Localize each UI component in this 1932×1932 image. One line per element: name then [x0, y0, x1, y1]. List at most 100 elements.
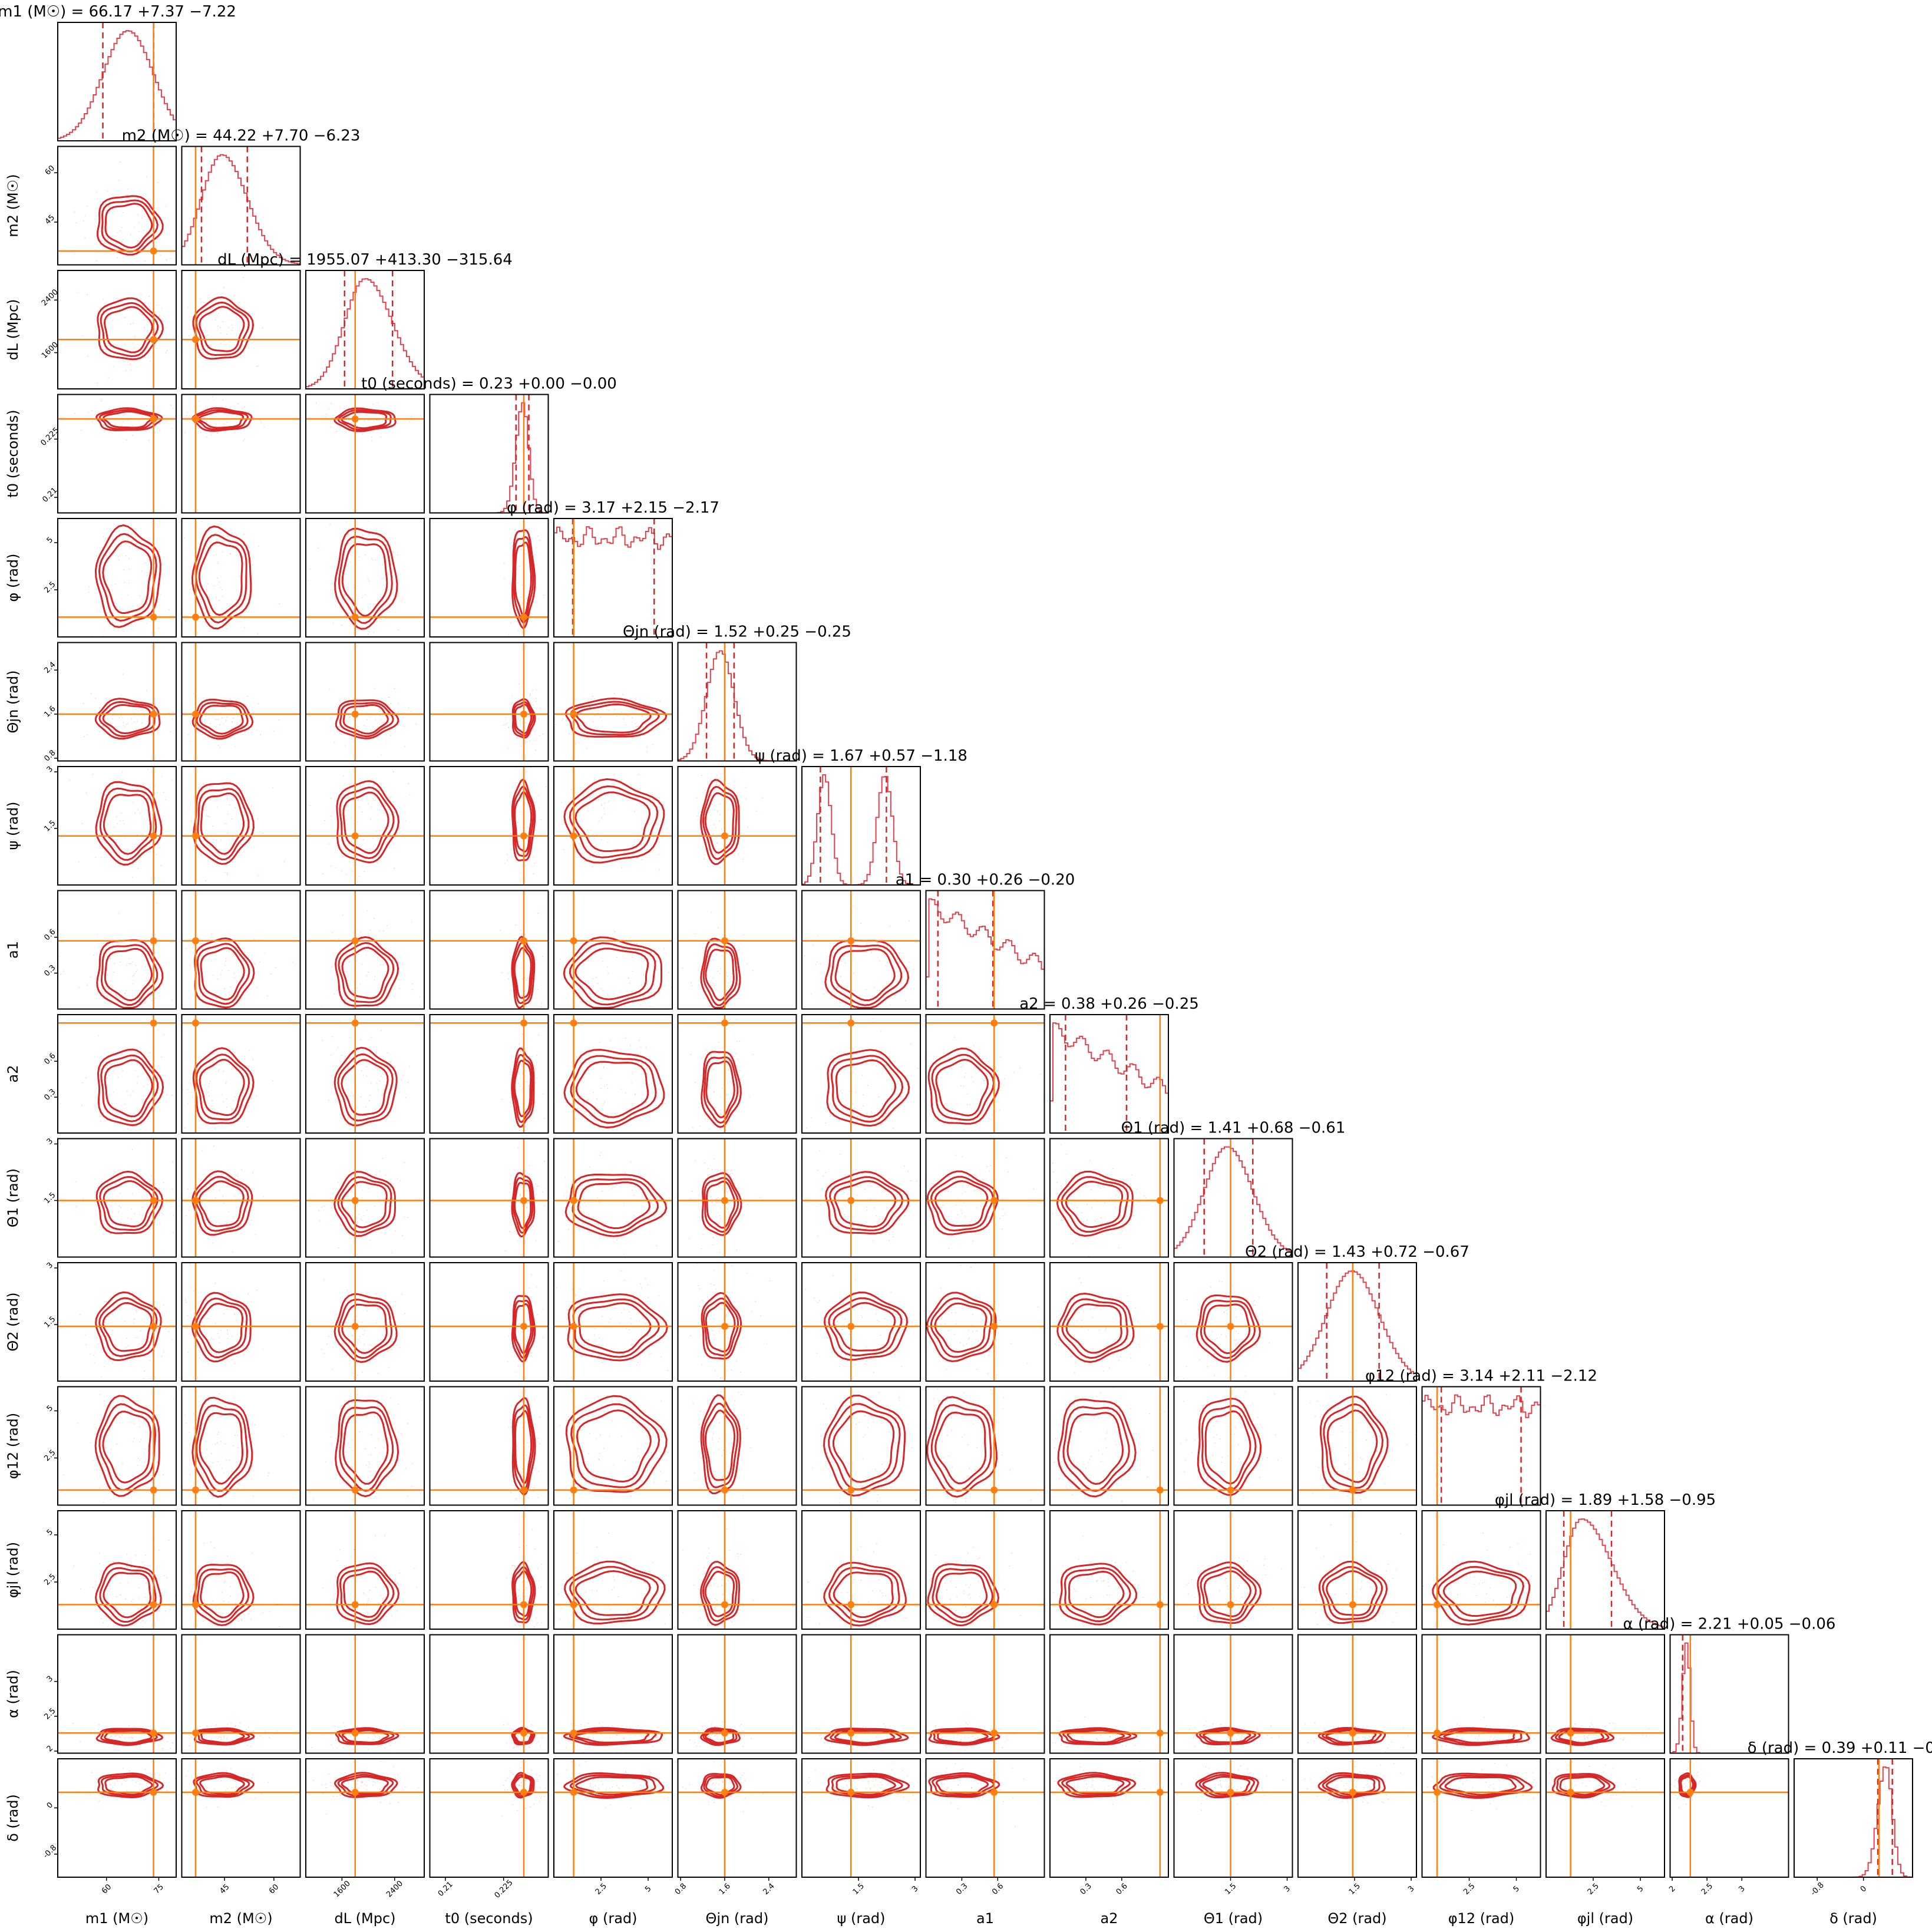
sample-point — [1088, 1255, 1089, 1257]
sample-point — [1099, 1187, 1101, 1189]
sample-point — [513, 1485, 514, 1487]
sample-point — [239, 341, 241, 342]
sample-point — [729, 1452, 731, 1454]
sample-point — [346, 874, 347, 875]
sample-point — [173, 1232, 174, 1234]
sample-point — [322, 1039, 323, 1041]
sample-point — [648, 1297, 649, 1299]
sample-point — [1346, 1495, 1348, 1497]
sample-point — [206, 815, 207, 817]
sample-point — [516, 568, 517, 570]
contour-level-2 — [1201, 1405, 1257, 1491]
contour-level-2 — [702, 1297, 739, 1357]
sample-point — [841, 1359, 843, 1361]
sample-point — [965, 1584, 967, 1586]
sample-point — [118, 559, 120, 561]
sample-point — [704, 854, 705, 856]
contour-level-3 — [199, 1412, 243, 1485]
panel-frame — [181, 1014, 301, 1134]
sample-point — [951, 1300, 953, 1302]
sample-point — [699, 1424, 700, 1425]
sample-point — [600, 1175, 602, 1177]
sample-point — [533, 873, 534, 874]
sample-point — [977, 1558, 979, 1560]
sample-point — [944, 1582, 946, 1584]
sample-point — [215, 851, 217, 853]
truth-marker — [191, 1323, 199, 1330]
sample-point — [652, 1204, 653, 1206]
y-tick-label: 2.5 — [42, 1572, 57, 1587]
sample-point — [1239, 1557, 1240, 1558]
sample-point — [366, 1310, 368, 1312]
sample-point — [594, 1328, 596, 1330]
sample-point — [200, 302, 202, 303]
sample-point — [113, 1091, 114, 1093]
sample-point — [530, 767, 532, 768]
sample-point — [1003, 1588, 1005, 1590]
sample-point — [218, 1003, 220, 1005]
sample-point — [107, 975, 108, 976]
sample-point — [623, 851, 625, 853]
sample-point — [222, 551, 223, 552]
sample-point — [215, 719, 217, 721]
sample-point — [529, 695, 530, 697]
sample-point — [135, 1555, 137, 1556]
sample-point — [1121, 1501, 1122, 1502]
sample-point — [226, 603, 228, 605]
sample-point — [1102, 1580, 1104, 1582]
sample-point — [840, 1066, 841, 1068]
sample-point — [110, 1449, 112, 1450]
sample-point — [372, 559, 374, 561]
sample-point — [1345, 1447, 1347, 1448]
sample-point — [128, 1291, 130, 1292]
hist-panel-a1: a1 = 0.30 +0.26 −0.20 — [896, 871, 1075, 1010]
param-title: t0 (seconds) = 0.23 +0.00 −0.00 — [361, 375, 617, 393]
sample-point — [968, 1587, 970, 1588]
sample-point — [1002, 1208, 1004, 1210]
sample-point — [745, 798, 747, 800]
sample-point — [712, 1068, 714, 1070]
truth-marker — [990, 1197, 998, 1204]
sample-point — [646, 751, 648, 752]
sample-point — [729, 986, 731, 987]
sample-point — [1303, 1609, 1304, 1610]
sample-point — [108, 587, 110, 588]
sample-point — [1105, 1353, 1107, 1355]
sample-point — [937, 1388, 938, 1390]
sample-point — [534, 1068, 536, 1070]
sample-point — [136, 721, 138, 722]
sample-point — [157, 1327, 158, 1329]
sample-point — [1187, 1593, 1189, 1595]
sample-point — [534, 731, 536, 732]
sample-point — [211, 1739, 213, 1740]
sample-point — [1092, 1317, 1094, 1319]
sample-point — [101, 719, 103, 721]
sample-point — [256, 730, 258, 731]
sample-point — [510, 1491, 511, 1492]
contour-level-2 — [828, 1297, 903, 1357]
sample-point — [518, 1323, 520, 1325]
sample-point — [973, 1081, 974, 1083]
sample-point — [711, 795, 712, 797]
sample-point — [351, 817, 352, 818]
sample-point — [146, 232, 147, 233]
sample-point — [1142, 1597, 1144, 1599]
sample-point — [1211, 1420, 1213, 1422]
sample-point — [128, 558, 130, 559]
sample-point — [538, 1471, 540, 1472]
sample-point — [690, 982, 692, 983]
sample-point — [218, 1337, 220, 1338]
sample-point — [1253, 1300, 1255, 1302]
contour-level-2 — [1200, 1566, 1257, 1621]
sample-point — [123, 673, 124, 675]
sample-point — [123, 569, 125, 570]
sample-point — [112, 715, 114, 716]
sample-point — [193, 1338, 195, 1340]
contour-level-3 — [341, 543, 388, 617]
sample-point — [1392, 1578, 1394, 1580]
sample-point — [130, 1736, 132, 1738]
sample-point — [1382, 1457, 1383, 1458]
sample-point — [126, 990, 127, 991]
sample-point — [1115, 1401, 1117, 1403]
sample-point — [521, 1204, 523, 1205]
